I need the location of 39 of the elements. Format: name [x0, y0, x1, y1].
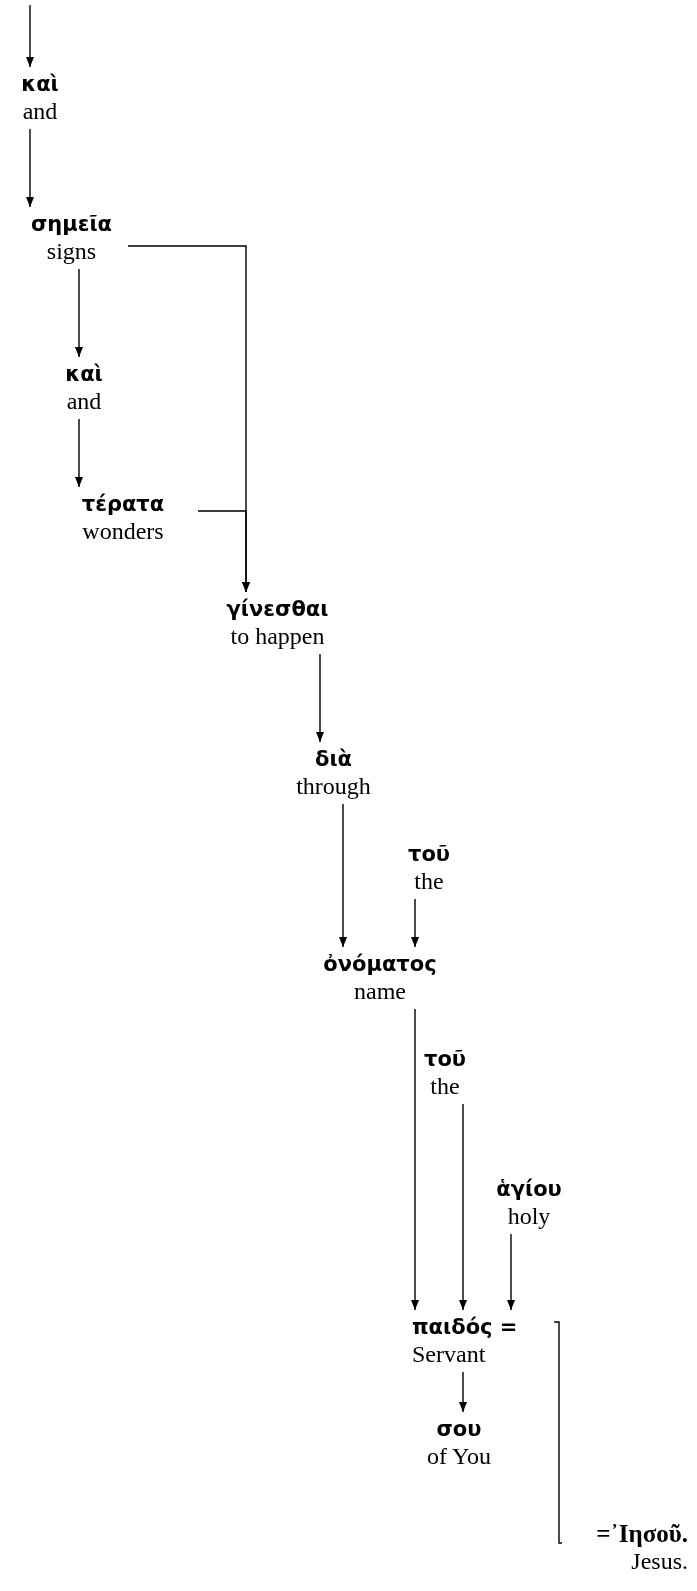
arrow [26, 4, 34, 68]
arrow [339, 803, 347, 948]
english-gloss: name [354, 977, 406, 1005]
greek-word: καὶ [65, 361, 103, 387]
connector-line [553, 1321, 563, 1544]
english-gloss: through [296, 772, 371, 800]
english-gloss: signs [46, 237, 97, 265]
arrow [507, 1233, 515, 1311]
english-gloss: of You [427, 1442, 491, 1470]
greek-word: σου [436, 1416, 482, 1442]
english-gloss: and [22, 97, 58, 125]
greek-word: τοῦ [408, 841, 450, 867]
english-gloss: the [430, 1072, 460, 1100]
greek-word: παιδός = [412, 1314, 518, 1340]
greek-word: ἁγίου [496, 1176, 562, 1202]
arrow [75, 268, 83, 358]
english-gloss: the [414, 867, 444, 895]
greek-word: σημεῖα [30, 211, 113, 237]
arrow [75, 418, 83, 488]
english-gloss: holy [507, 1202, 551, 1230]
arrow [411, 898, 419, 948]
english-gloss: Servant [412, 1340, 486, 1368]
english-gloss: and [66, 387, 102, 415]
arrow [316, 653, 324, 743]
english-gloss: to happen [230, 622, 325, 650]
greek-word: καὶ [21, 71, 59, 97]
greek-word: τέρατα [81, 491, 165, 517]
english-gloss: wonders [82, 517, 164, 545]
greek-word: =᾿Ιησοῦ. [596, 1521, 688, 1547]
arrow [411, 1008, 419, 1311]
greek-word: τοῦ [424, 1046, 466, 1072]
arrow [197, 510, 250, 593]
arrow [459, 1103, 467, 1311]
english-gloss: Jesus. [631, 1547, 688, 1575]
arrow [26, 128, 34, 208]
arrow [459, 1371, 467, 1413]
greek-word: γίνεσθαι [226, 596, 329, 622]
greek-word: διὰ [314, 746, 352, 772]
greek-word: ὀνόματος [323, 951, 437, 977]
